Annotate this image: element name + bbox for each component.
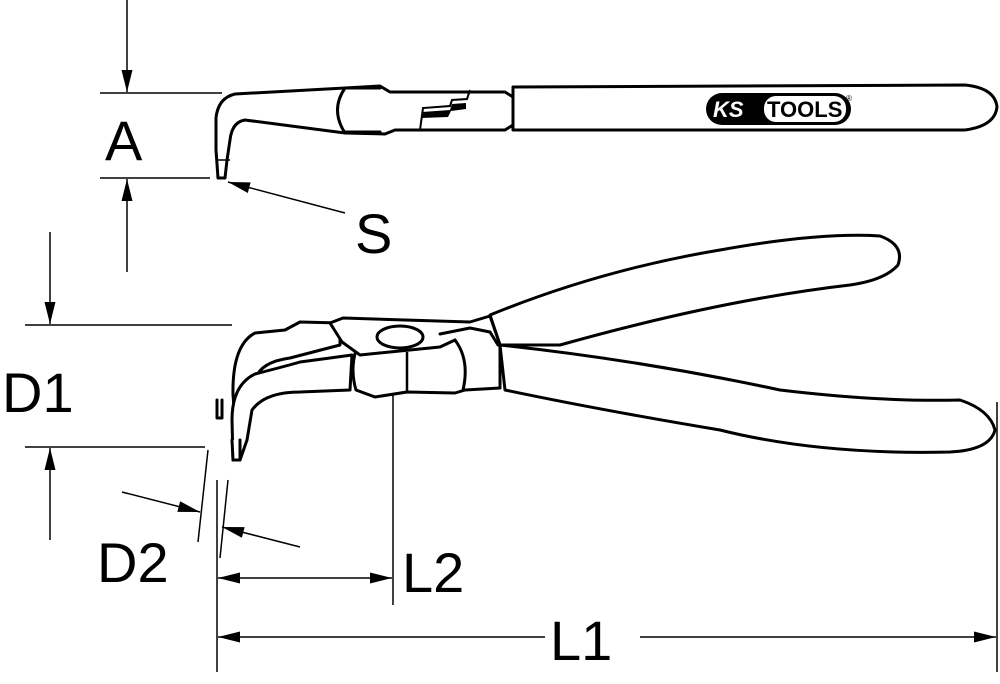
logo-ks-text: KS bbox=[713, 97, 744, 122]
label-s: S bbox=[355, 202, 392, 265]
label-l2: L2 bbox=[402, 541, 464, 604]
label-d1: D1 bbox=[2, 361, 74, 424]
dimension-a: A bbox=[100, 0, 222, 272]
label-a: A bbox=[105, 109, 143, 172]
dimension-l2: L2 bbox=[216, 395, 464, 672]
dimension-l1: L1 bbox=[218, 402, 998, 672]
dimension-s: S bbox=[227, 181, 392, 265]
logo-registered-mark: ® bbox=[846, 94, 852, 103]
label-d2: D2 bbox=[97, 531, 169, 594]
logo-tools-text: TOOLS bbox=[767, 97, 842, 122]
dimension-d1: D1 bbox=[2, 232, 232, 540]
pliers-side-view bbox=[214, 83, 999, 180]
label-l1: L1 bbox=[550, 609, 612, 672]
pliers-front-view bbox=[215, 233, 997, 462]
ks-tools-logo: KS TOOLS ® bbox=[706, 93, 852, 125]
dimension-d2: D2 bbox=[97, 449, 301, 594]
